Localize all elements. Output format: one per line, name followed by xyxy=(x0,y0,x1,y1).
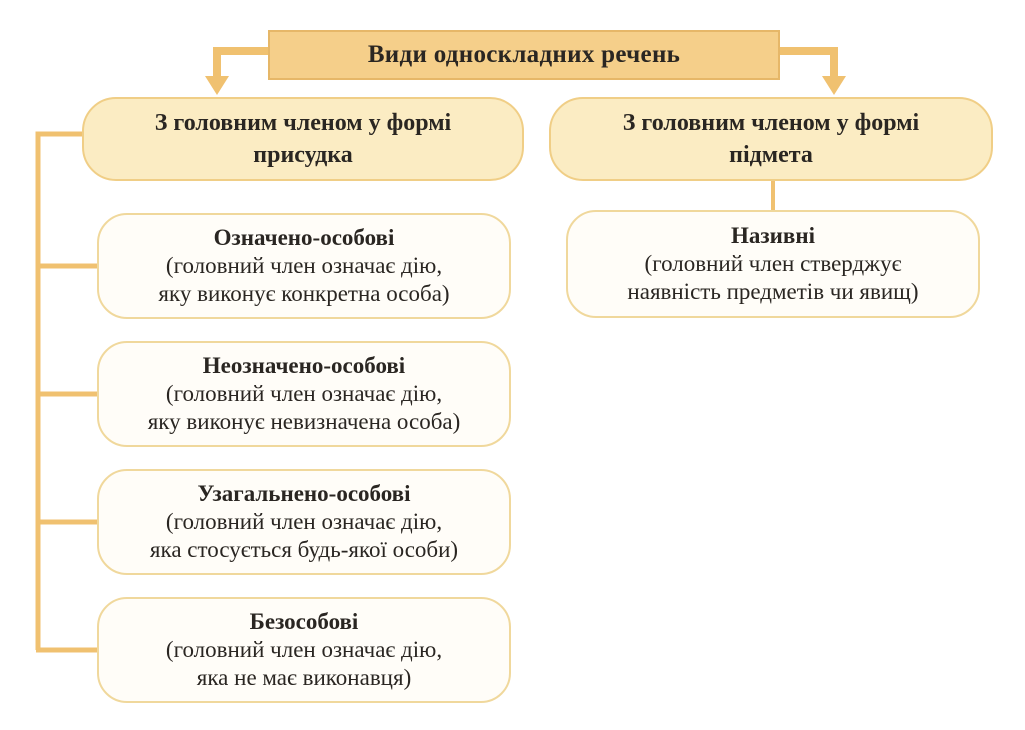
category-subject-line2: підмета xyxy=(729,142,813,168)
item-title: Узагальнено-особові xyxy=(197,481,411,506)
category-predicate-line2: присудка xyxy=(253,142,353,168)
item-title: Безособові xyxy=(249,609,359,634)
item-description-line2: яку виконує конкретна особа) xyxy=(158,281,450,306)
arrow-head-left xyxy=(205,76,229,95)
item-generalized-personal: Узагальнено-особові (головний член означ… xyxy=(97,469,511,575)
item-description-line2: яку виконує невизначена особа) xyxy=(147,409,461,434)
category-subject: З головним членом у формі підмета xyxy=(549,97,993,181)
category-subject-line1: З головним членом у формі xyxy=(622,110,920,136)
arrow-head-right xyxy=(822,76,846,95)
item-description-line1: (головний член означає дію, xyxy=(165,253,443,278)
item-definite-personal: Означено-особові (головний член означає … xyxy=(97,213,511,319)
item-impersonal: Безособові (головний член означає дію, я… xyxy=(97,597,511,703)
item-title: Називні xyxy=(731,223,815,248)
item-description-line2: яка не має виконавця) xyxy=(196,665,412,690)
category-predicate-line1: З головним членом у формі xyxy=(154,110,452,136)
category-predicate: З головним членом у формі присудка xyxy=(82,97,524,181)
item-description-line1: (головний член означає дію, xyxy=(165,381,443,406)
left-bracket-line xyxy=(35,131,82,650)
item-description-line2: яка стосується будь-якої особи) xyxy=(149,537,459,562)
item-title: Неозначено-особові xyxy=(202,353,406,378)
arrow-connector-right xyxy=(780,47,838,78)
arrow-connector-left xyxy=(213,47,268,78)
item-description-line1: (головний член означає дію, xyxy=(165,509,443,534)
item-description-line1: (головний член стверджує xyxy=(644,251,902,276)
item-title: Означено-особові xyxy=(213,225,395,250)
item-description-line2: наявність предметів чи явищ) xyxy=(627,279,919,304)
item-nominative: Називні (головний член стверджує наявніс… xyxy=(566,210,980,318)
diagram-title: Види односкладних речень xyxy=(268,30,780,80)
item-indefinite-personal: Неозначено-особові (головний член означа… xyxy=(97,341,511,447)
diagram-title-text: Види односкладних речень xyxy=(367,41,681,68)
item-description-line1: (головний член означає дію, xyxy=(165,637,443,662)
